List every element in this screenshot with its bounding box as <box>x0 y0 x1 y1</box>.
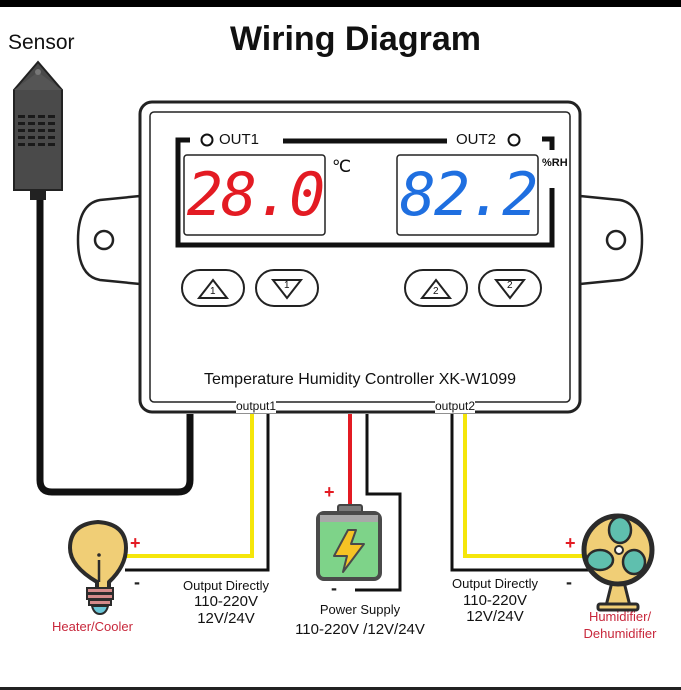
page-title: Wiring Diagram <box>230 20 481 58</box>
output1-note-title: Output Directly <box>183 578 269 593</box>
up-1-glyph: 1 <box>210 286 216 297</box>
power-supply-label: Power Supply <box>319 602 401 617</box>
down-1-glyph: 1 <box>284 280 290 291</box>
humidity-unit: %RH <box>542 157 568 169</box>
humidifier-label-line1: Humidifier/ <box>588 609 652 624</box>
output1-note-line1: 110-220V <box>194 593 258 610</box>
celsius-unit: ℃ <box>332 157 352 176</box>
heater-minus-label: - <box>134 572 140 592</box>
heater-plus-label: + <box>130 533 141 553</box>
out2-label: OUT2 <box>456 131 497 148</box>
output2-note-title: Output Directly <box>452 576 538 591</box>
out1-label: OUT1 <box>219 131 260 148</box>
power-minus-label: - <box>331 578 337 598</box>
power-supply-voltage: 110-220V /12V/24V <box>295 621 425 638</box>
output2-note-line2: 12V/24V <box>466 608 524 625</box>
display2-frame <box>396 154 539 236</box>
humidifier-label-line2: Dehumidifier <box>583 626 657 641</box>
sensor-label: Sensor <box>8 31 75 54</box>
sensor-cable <box>36 195 194 496</box>
down-2-glyph: 2 <box>507 280 513 291</box>
heater-cooler-label: Heater/Cooler <box>52 619 133 634</box>
fan-icon <box>581 513 655 612</box>
display1-frame <box>183 154 326 236</box>
output2-label: output2 <box>435 399 476 413</box>
output2-note-line1: 110-220V <box>463 592 527 609</box>
up-2-button[interactable] <box>404 269 468 307</box>
fan-minus-label: - <box>566 572 572 592</box>
up-1-button[interactable] <box>181 269 245 307</box>
output1-label: output1 <box>236 399 277 413</box>
controller-housing <box>76 100 644 414</box>
controller-model-label: Temperature Humidity Controller XK-W1099 <box>203 371 517 388</box>
sensor-probe <box>13 60 63 200</box>
down-2-button[interactable] <box>478 269 542 307</box>
out1-led-icon <box>200 133 214 147</box>
output1-wires <box>125 414 270 572</box>
out2-led-icon <box>507 133 521 147</box>
power-wires <box>348 414 402 592</box>
down-1-button[interactable] <box>255 269 319 307</box>
output1-note-line2: 12V/24V <box>197 610 255 627</box>
top-border <box>0 0 681 7</box>
up-2-glyph: 2 <box>433 286 439 297</box>
bottom-border <box>0 687 681 690</box>
output2-wires <box>450 414 590 572</box>
power-plus-label: + <box>324 482 335 502</box>
humidity-display: 82.2 <box>399 160 539 230</box>
fan-plus-label: + <box>565 533 576 553</box>
bulb-icon <box>68 520 128 616</box>
battery-icon <box>316 504 382 581</box>
temperature-display: 28.0 <box>186 160 326 230</box>
